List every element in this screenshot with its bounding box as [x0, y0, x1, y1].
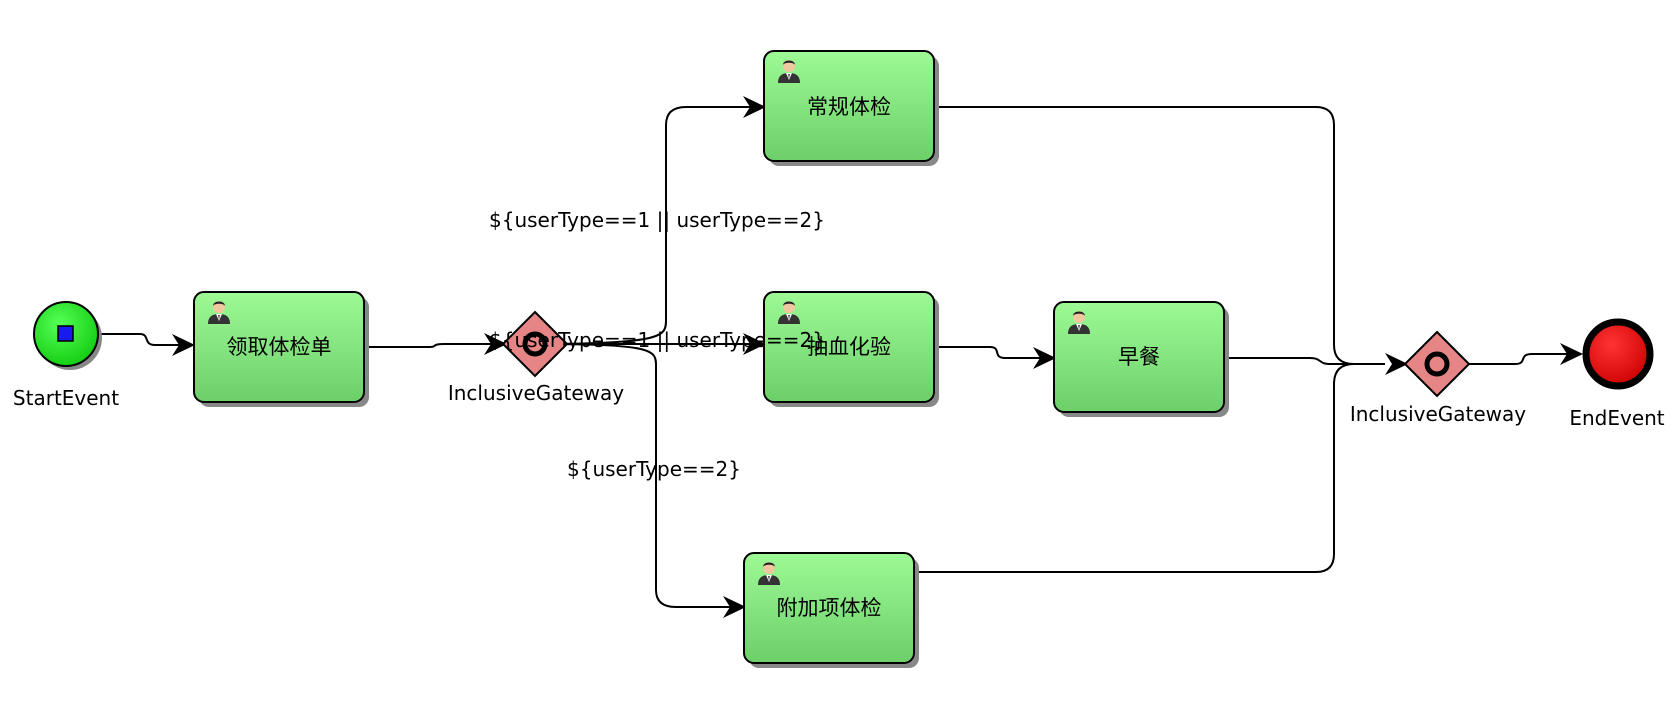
flow-t4-to-join[interactable]: [1225, 357, 1385, 365]
task-t1-box[interactable]: [193, 291, 365, 403]
flow-gateway-to-t5[interactable]: [534, 343, 743, 608]
end-event[interactable]: EndEvent: [1569, 318, 1665, 430]
flow-t1-to-gateway[interactable]: [365, 343, 502, 348]
gateway-split-diamond[interactable]: [501, 310, 569, 378]
arrowhead-gateway: [484, 333, 507, 355]
flow-t2-to-join[interactable]: [935, 106, 1385, 365]
end-event-circle[interactable]: [1582, 318, 1654, 390]
inclusive-gateway-icon: [522, 331, 548, 357]
task-t5[interactable]: 附加项体检: [743, 552, 919, 668]
gateway-join-label: InclusiveGateway: [1350, 402, 1526, 426]
arrowhead-t5: [723, 596, 746, 618]
arrowhead-t4: [1033, 347, 1056, 369]
task-t2[interactable]: 常规体检: [763, 50, 939, 166]
condition-label-mid: ${userType==1 || userType==2}: [489, 328, 825, 352]
start-event[interactable]: StartEvent: [13, 301, 119, 410]
flow-start-to-t1[interactable]: [97, 333, 195, 346]
arrowhead-t2: [743, 96, 766, 118]
gateway-split-label: InclusiveGateway: [448, 381, 624, 405]
arrowhead-t1: [172, 334, 195, 356]
condition-labels: ${userType==1 || userType==2} ${userType…: [489, 208, 825, 481]
flow-join-to-end[interactable]: [1469, 353, 1570, 365]
task-t2-box[interactable]: [763, 50, 935, 162]
task-t3-label: 抽血化验: [807, 335, 891, 359]
flow-t5-to-join[interactable]: [915, 363, 1385, 573]
gateway-split[interactable]: InclusiveGateway: [448, 310, 624, 405]
task-t2-label: 常规体检: [807, 95, 891, 119]
task-t3-box[interactable]: [763, 291, 935, 403]
condition-label-bottom: ${userType==2}: [567, 457, 741, 481]
task-t4[interactable]: 早餐: [1053, 301, 1229, 417]
task-t1-label: 领取体检单: [227, 335, 332, 359]
task-t5-box[interactable]: [743, 552, 915, 664]
gateway-join[interactable]: InclusiveGateway: [1350, 330, 1526, 426]
start-event-label: StartEvent: [13, 386, 119, 410]
arrowhead-join: [1385, 353, 1408, 375]
arrowhead-t3: [743, 333, 766, 355]
arrowheads: [172, 96, 1583, 618]
inclusive-gateway-icon: [1424, 351, 1450, 377]
arrowhead-end: [1560, 343, 1583, 365]
condition-label-top: ${userType==1 || userType==2}: [489, 208, 825, 232]
task-t3[interactable]: 抽血化验: [763, 291, 939, 407]
task-t1[interactable]: 领取体检单: [193, 291, 369, 407]
start-event-marker: [57, 325, 74, 342]
task-t4-label: 早餐: [1118, 345, 1160, 369]
flow-gateway-to-t2[interactable]: [534, 106, 762, 345]
gateway-join-diamond[interactable]: [1403, 330, 1471, 398]
task-t4-box[interactable]: [1053, 301, 1225, 413]
end-event-label: EndEvent: [1569, 406, 1664, 430]
task-t5-label: 附加项体检: [777, 596, 882, 620]
flow-t3-to-t4[interactable]: [935, 346, 1052, 359]
sequence-flows: [97, 106, 1570, 608]
